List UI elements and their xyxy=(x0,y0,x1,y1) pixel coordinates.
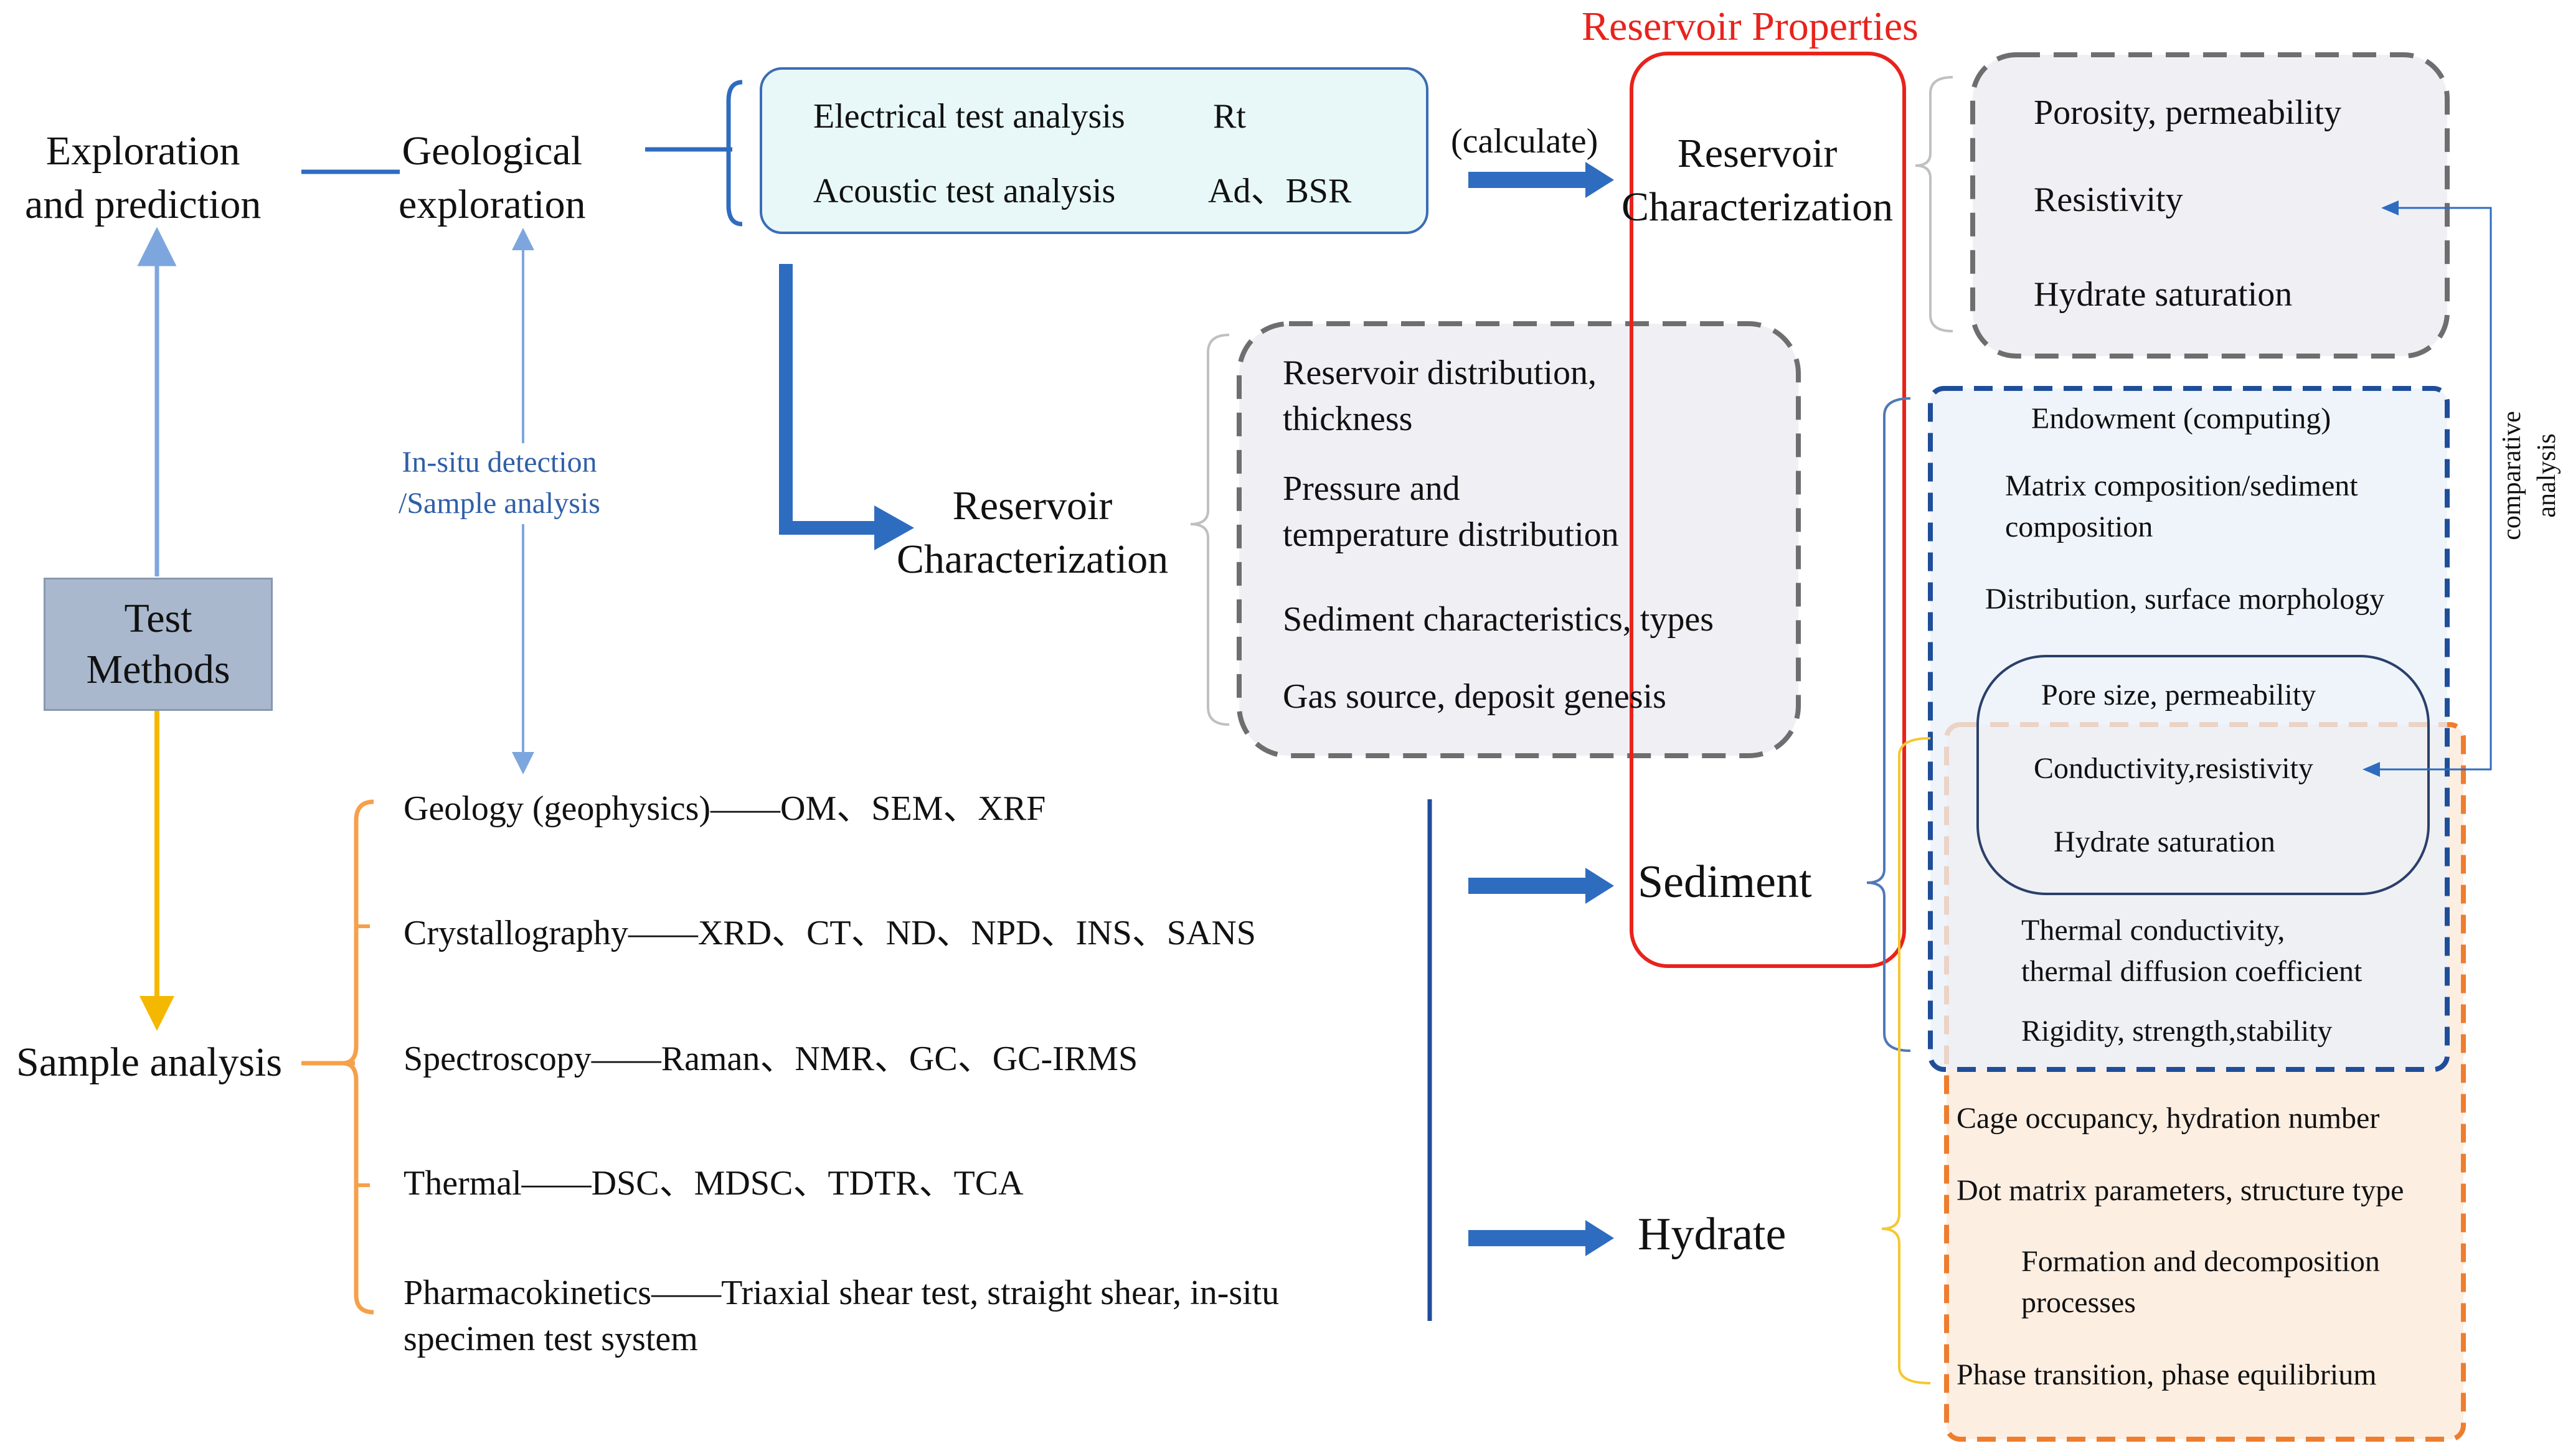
hydrate-prop-formation: Formation and decomposition processes xyxy=(2021,1245,2380,1319)
electrical-test-value: Rt xyxy=(1213,97,1246,136)
test-methods-label: Test Methods xyxy=(86,596,230,692)
shared-props-box xyxy=(1976,655,2430,895)
method-geology: Geology (geophysics)——OM、SEM、XRF xyxy=(404,789,1046,828)
mid-prop-gas-source: Gas source, deposit genesis xyxy=(1283,677,1666,716)
hydrate-prop-cage: Cage occupancy, hydration number xyxy=(1957,1102,2380,1135)
hydrate-brace xyxy=(1881,737,1931,1384)
comparative-analysis-label: comparative analysis xyxy=(2498,411,2561,540)
hydrate-prop-phase: Phase transition, phase equilibrium xyxy=(1957,1358,2377,1391)
shared-prop-pore-size: Pore size, permeability xyxy=(2041,679,2316,712)
sediment-brace xyxy=(1866,397,1911,1052)
acoustic-test-value: Ad、BSR xyxy=(1208,172,1352,210)
shared-prop-hydrate-saturation: Hydrate saturation xyxy=(2054,825,2275,858)
sediment-prop-rigidity: Rigidity, strength,stability xyxy=(2021,1015,2333,1048)
mid-prop-sediment-characteristics: Sediment characteristics, types xyxy=(1283,600,1714,639)
sediment-prop-matrix: Matrix composition/sediment composition xyxy=(2005,469,2358,543)
calculate-arrow xyxy=(1585,162,1614,198)
electrical-test-label: Electrical test analysis xyxy=(813,97,1125,136)
sediment-arrow xyxy=(1585,868,1614,904)
top-prop-resistivity: Resistivity xyxy=(2034,181,2183,219)
sediment-prop-distribution: Distribution, surface morphology xyxy=(1985,583,2385,616)
method-crystallography: Crystallography——XRD、CT、ND、NPD、INS、SANS xyxy=(404,914,1256,952)
sediment-label: Sediment xyxy=(1638,857,1812,908)
mid-prop-pressure: Pressure and temperature distribution xyxy=(1283,469,1619,554)
exploration-label: Exploration and prediction xyxy=(25,128,262,227)
tests-box xyxy=(760,67,1428,234)
hydrate-label: Hydrate xyxy=(1638,1209,1787,1260)
mid-prop-distribution: Reservoir distribution, thickness xyxy=(1283,354,1597,438)
method-spectroscopy: Spectroscopy——Raman、NMR、GC、GC-IRMS xyxy=(404,1040,1138,1078)
mid-props-box xyxy=(1237,321,1801,758)
calculate-label: (calculate) xyxy=(1451,122,1598,161)
hydrate-prop-dot-matrix: Dot matrix parameters, structure type xyxy=(1957,1174,2404,1207)
shared-prop-conductivity: Conductivity,resistivity xyxy=(2034,752,2313,785)
methods-bracket xyxy=(342,799,374,1315)
reservoir-characterization-top: Reservoir Characterization xyxy=(1622,131,1894,230)
reservoir-properties-box xyxy=(1630,52,1906,968)
geological-label: Geological exploration xyxy=(399,128,586,227)
tests-bracket xyxy=(726,80,743,227)
l-arrow-shaft xyxy=(779,264,878,535)
reservoir-characterization-mid: Reservoir Characterization xyxy=(897,483,1169,582)
test-methods-box: Test Methods xyxy=(44,578,273,711)
top-prop-porosity: Porosity, permeability xyxy=(2034,93,2342,132)
hydrate-arrow xyxy=(1585,1220,1614,1256)
l-arrow-head xyxy=(874,505,914,550)
reservoir-properties-title: Reservoir Properties xyxy=(1582,4,1919,49)
sample-analysis-label: Sample analysis xyxy=(16,1040,283,1085)
insitu-label: In-situ detection /Sample analysis xyxy=(399,446,600,520)
method-thermal: Thermal——DSC、MDSC、TDTR、TCA xyxy=(404,1164,1024,1203)
acoustic-test-label: Acoustic test analysis xyxy=(813,172,1116,210)
mid-props-brace xyxy=(1190,334,1230,726)
method-pharmacokinetics: Pharmacokinetics——Triaxial shear test, s… xyxy=(404,1274,1280,1358)
sediment-prop-thermal: Thermal conductivity, thermal diffusion … xyxy=(2021,914,2363,988)
top-props-box xyxy=(1970,52,2450,359)
top-prop-hydrate-saturation: Hydrate saturation xyxy=(2034,275,2293,314)
comparative-connector xyxy=(2380,207,2492,771)
top-props-brace xyxy=(1915,76,1953,332)
sediment-prop-endowment: Endowment (computing) xyxy=(2031,402,2331,435)
sediment-props-box xyxy=(1928,386,2450,1072)
